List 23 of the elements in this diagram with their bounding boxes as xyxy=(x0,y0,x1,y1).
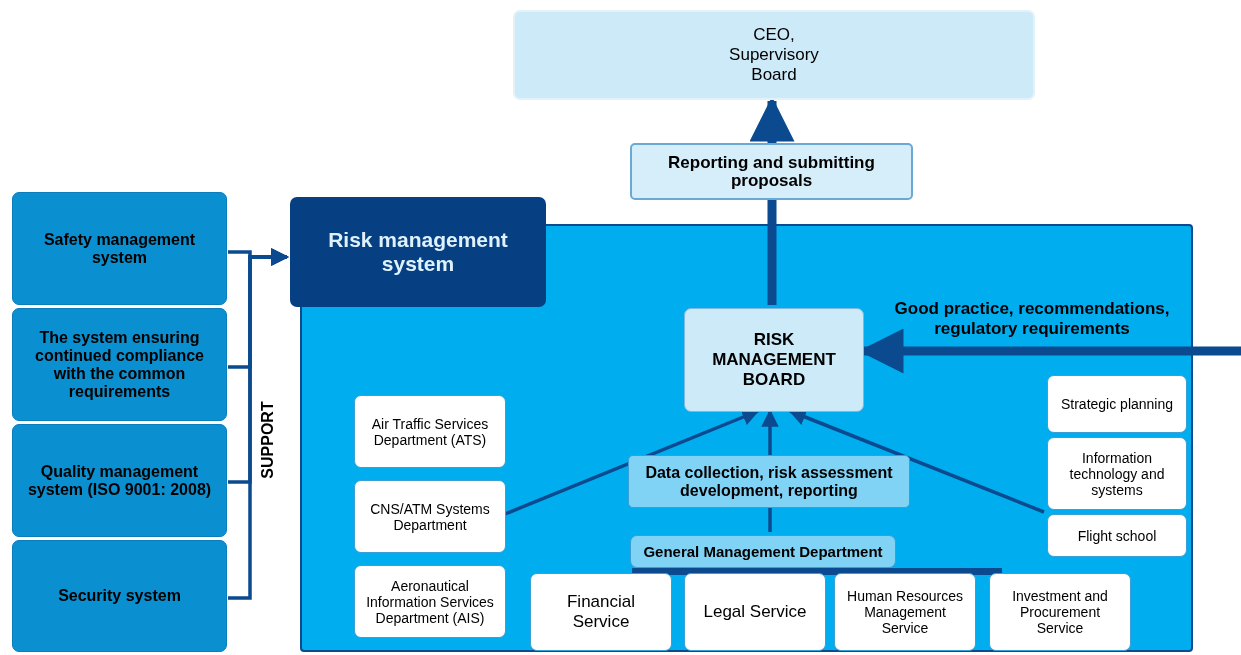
edge-label: Good practice, recommendations, regulatory requirements xyxy=(893,298,1171,340)
board-box: RISK MANAGEMENT BOARD xyxy=(684,308,864,412)
department-box: Human Resources Management Service xyxy=(834,573,976,651)
top-box: CEO, Supervisory Board xyxy=(513,10,1035,100)
department-box: Strategic planning xyxy=(1047,375,1187,433)
system-box: Quality management system (ISO 9001: 2008) xyxy=(12,424,227,537)
department-box: Information technology and systems xyxy=(1047,437,1187,510)
department-box: CNS/ATM Systems Department xyxy=(354,480,506,553)
edge-label: Data collection, risk assessment development, reporting xyxy=(628,455,910,508)
department-box: Aeronautical Information Services Department (AIS) xyxy=(354,565,506,638)
department-box: Legal Service xyxy=(684,573,826,651)
system-box: Safety management system xyxy=(12,192,227,305)
department-box: Flight school xyxy=(1047,514,1187,557)
department-box: Investment and Procurement Service xyxy=(989,573,1131,651)
arrow xyxy=(228,248,289,600)
side-label: SUPPORT xyxy=(258,400,277,480)
system-box: The system ensuring continued compliance with the common requirements xyxy=(12,308,227,421)
department-box: Air Traffic Services Department (ATS) xyxy=(354,395,506,468)
system-box: Security system xyxy=(12,540,227,652)
edge-label: Reporting and submitting proposals xyxy=(630,143,913,200)
department-box: Financial Service xyxy=(530,573,672,651)
panel-title: Risk management system xyxy=(290,197,546,307)
department-box: General Management Department xyxy=(630,535,896,568)
